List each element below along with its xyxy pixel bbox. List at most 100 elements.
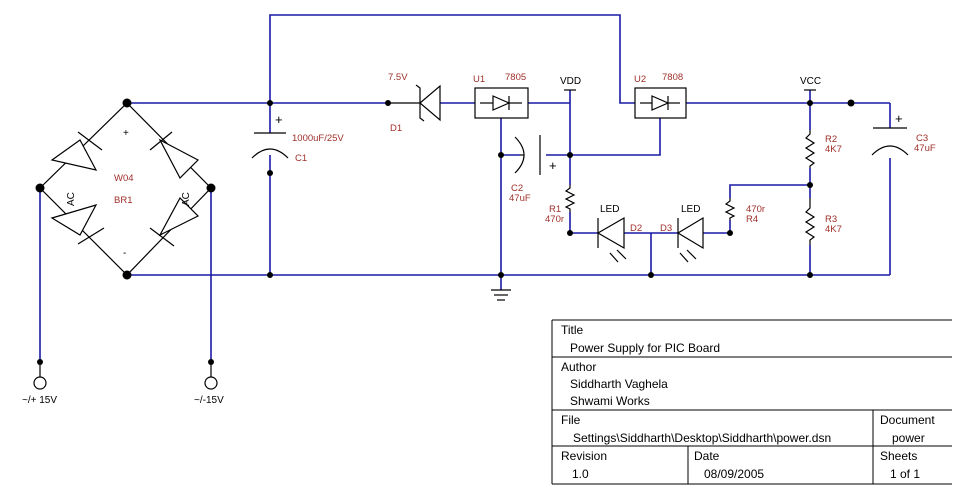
d3-ray2: [686, 249, 697, 260]
c3-ref: C3: [916, 133, 928, 144]
tb-revision-label: Revision: [561, 449, 607, 463]
d2-type: LED: [600, 204, 619, 215]
tb-file-label: File: [561, 413, 581, 427]
d2-ray2: [616, 249, 627, 260]
tb-document-label: Document: [880, 413, 935, 427]
bridge-node-right: [206, 183, 216, 193]
tb-revision: 1.0: [572, 467, 589, 481]
d1-triangle: [419, 84, 441, 122]
r4-value: 470r: [746, 204, 765, 215]
r2-value: 4K7: [825, 144, 842, 155]
regulator-u2: U2 7808: [634, 72, 687, 119]
node-c2-right: [567, 152, 573, 158]
input-left-label: ~/+ 15V: [22, 395, 57, 406]
title-block: Title Power Supply for PIC Board Author …: [551, 319, 952, 485]
bridge-minus: -: [123, 248, 126, 259]
r4-ref: R4: [746, 214, 758, 225]
node-c1-gnd: [267, 272, 273, 278]
tb-date: 08/09/2005: [704, 467, 764, 481]
d2-ray1: [609, 252, 619, 263]
node-vcc: [807, 100, 813, 106]
wire-r1-d2: [569, 212, 598, 234]
resistor-r3: R3 4K7: [804, 198, 842, 278]
wire-r4-divider: [729, 184, 810, 198]
input-right-terminal: [204, 376, 218, 390]
r1-ref: R1: [549, 204, 561, 215]
input-right-label: ~/-15V: [194, 395, 224, 406]
power-labels: VDD VCC: [560, 76, 855, 107]
vdd-label: VDD: [560, 76, 581, 87]
bridge-label-br1: BR1: [114, 195, 132, 206]
wire-u2-gnd: [570, 118, 661, 156]
node-c2-left: [498, 152, 504, 158]
tb-company: Shwami Works: [570, 394, 650, 408]
bridge-diode-br: [158, 197, 200, 237]
node-d3-right: [727, 230, 733, 236]
node-led-gnd: [648, 272, 654, 278]
bridge-diode-bl: [50, 204, 98, 236]
tb-date-label: Date: [694, 449, 720, 463]
r3-value: 4K7: [825, 224, 842, 235]
tb-document: power: [892, 431, 925, 445]
capacitor-c2: + C2 47uF: [498, 135, 573, 204]
d2-ref: D2: [630, 223, 642, 234]
c3-value: 47uF: [914, 143, 936, 154]
c1-curved-plate: [251, 148, 289, 159]
tb-sheets-label: Sheets: [880, 449, 917, 463]
c1-ref: C1: [295, 153, 307, 164]
bridge-plus: +: [123, 128, 129, 139]
u2-ref: U2: [634, 74, 646, 85]
c3-curved-plate: [871, 145, 909, 156]
r1-value: 470r: [545, 214, 564, 225]
d1-value: 7.5V: [388, 72, 408, 83]
bridge-node-top: [122, 98, 132, 108]
node-divider: [807, 182, 813, 188]
d1-ref: D1: [390, 123, 402, 134]
node-c1-top: [267, 100, 273, 106]
r4-zigzag: [724, 198, 736, 220]
tb-title: Power Supply for PIC Board: [570, 341, 720, 355]
bridge-diode-bl-bar: [77, 227, 105, 245]
c2-ref: C2: [511, 183, 523, 194]
c1-value: 1000uF/25V: [292, 133, 344, 144]
d3-type: LED: [681, 204, 700, 215]
d1-bar: [415, 84, 425, 122]
r2-ref: R2: [825, 134, 837, 145]
capacitor-c1: + 1000uF/25V C1: [251, 100, 344, 278]
d3-ray1: [679, 252, 689, 263]
ground-symbol: [491, 272, 511, 301]
resistor-r2: R2 4K7: [804, 130, 842, 188]
u1-ref: U1: [473, 74, 485, 85]
bridge-diode-tr: [158, 138, 200, 180]
node-r1-bottom: [567, 230, 573, 236]
led-d3: LED D3: [660, 204, 733, 263]
bridge-diode-tr-bar: [149, 131, 173, 151]
u2-value: 7808: [662, 72, 683, 83]
zener-d1: 7.5V D1: [385, 72, 441, 134]
d3-triangle: [676, 216, 704, 250]
wires: [39, 14, 891, 362]
bridge-node-left: [35, 183, 45, 193]
bridge-rectifier: W04 BR1 + - AC AC: [35, 98, 216, 280]
r1-zigzag: [564, 185, 576, 212]
tb-title-label: Title: [561, 323, 584, 337]
d1-node: [385, 100, 391, 106]
c1-polarity: +: [275, 112, 283, 127]
led-d2: LED D2: [596, 204, 654, 278]
tb-sheets: 1 of 1: [890, 467, 920, 481]
vcc-label: VCC: [800, 76, 821, 87]
ac-inputs: ~/+ 15V ~/-15V: [22, 359, 224, 406]
c3-polarity: +: [895, 111, 903, 126]
c2-curved-plate: [514, 136, 525, 174]
regulator-u1: U1 7805: [473, 72, 529, 119]
node-c1-mid: [267, 170, 273, 176]
wire-d3-r4: [703, 220, 731, 234]
tb-author-label: Author: [561, 360, 596, 374]
bridge-diode-tl: [50, 139, 98, 171]
input-left-terminal: [33, 376, 47, 390]
d2-triangle: [596, 216, 625, 250]
capacitor-c3: + C3 47uF: [871, 111, 936, 156]
c2-polarity: +: [549, 158, 557, 173]
wire-top-loop: [269, 14, 635, 104]
